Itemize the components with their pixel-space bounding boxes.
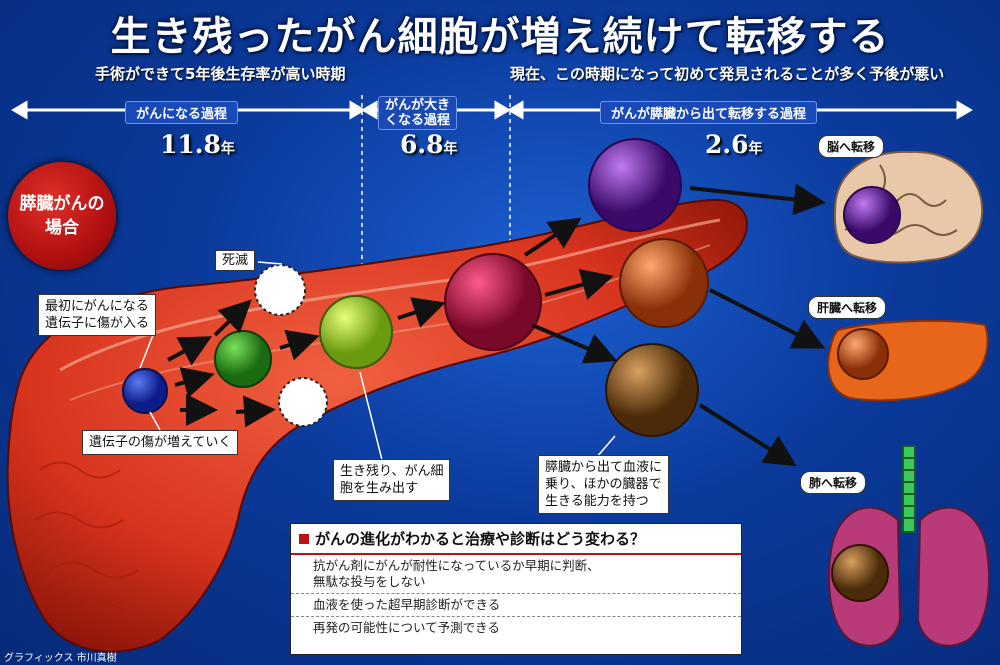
phase-label-3: がんが膵臓から出て転移する過程 — [600, 101, 818, 124]
credit: グラフィックス 市川真樹 — [4, 653, 117, 664]
info-box-item-3: 再発の可能性について予測できる — [313, 620, 500, 635]
organ-label-lung: 肺へ転移 — [800, 471, 867, 494]
cell-purple — [588, 138, 682, 232]
callout-death: 死滅 — [215, 250, 256, 271]
phase-dividers — [361, 95, 511, 265]
cell-blue — [122, 368, 168, 414]
callout-spread: 膵臓から出て血液に 乗り、ほかの臓器で 生きる能力を持つ — [538, 455, 670, 514]
page-title: 生き残ったがん細胞が増え続けて転移する — [110, 14, 890, 60]
info-box: がんの進化がわかると治療や診断はどう変わる？ 抗がん剤にがんが耐性になっているか… — [290, 523, 742, 655]
phase-label-1: がんになる過程 — [125, 101, 239, 124]
callout-damage-increase: 遺伝子の傷が増えていく — [82, 430, 239, 455]
info-box-item-2: 血液を使った超早期診断ができる — [291, 594, 741, 617]
bullet-square-icon — [299, 533, 309, 544]
years-phase-2: 6.8年 — [400, 130, 458, 159]
cell-lime — [319, 295, 393, 369]
info-box-heading: がんの進化がわかると治療や診断はどう変わる？ — [291, 524, 741, 555]
cell-brown — [605, 343, 699, 437]
cell-orange — [619, 238, 709, 328]
lung-tumor — [831, 544, 889, 602]
dead-cell-top — [254, 264, 306, 316]
info-box-item-1: 抗がん剤にがんが耐性になっているか早期に判断、 無駄な投与をしない — [291, 555, 741, 594]
callout-survive: 生き残り、がん細 胞を生み出す — [333, 459, 451, 501]
liver-tumor — [837, 328, 889, 380]
subtitle-left: 手術ができて5年後生存率が高い時期 — [95, 65, 346, 83]
cell-magenta — [444, 253, 542, 351]
years-phase-3: 2.6年 — [705, 130, 763, 159]
organ-label-liver: 肝臓へ転移 — [808, 296, 887, 319]
info-box-title: がんの進化がわかると治療や診断はどう変わる？ — [315, 530, 646, 548]
case-badge: 膵臓がんの 場合 — [8, 162, 116, 270]
callout-pointers — [139, 261, 616, 461]
subtitle-right: 現在、この時期になって初めて発見されることが多く予後が悪い — [510, 65, 945, 83]
callout-first-damage: 最初にがんになる 遺伝子に傷が入る — [38, 294, 157, 336]
lungs — [828, 445, 990, 647]
brain-tumor — [843, 186, 901, 244]
organ-label-brain: 脳へ転移 — [818, 135, 885, 158]
phase-label-2: がんが大き くなる過程 — [378, 96, 458, 130]
years-phase-1: 11.8年 — [160, 130, 235, 159]
pancreas — [6, 198, 748, 653]
progression-arrows — [167, 183, 826, 467]
dead-cell-bottom — [278, 377, 328, 427]
cell-green — [214, 330, 272, 388]
